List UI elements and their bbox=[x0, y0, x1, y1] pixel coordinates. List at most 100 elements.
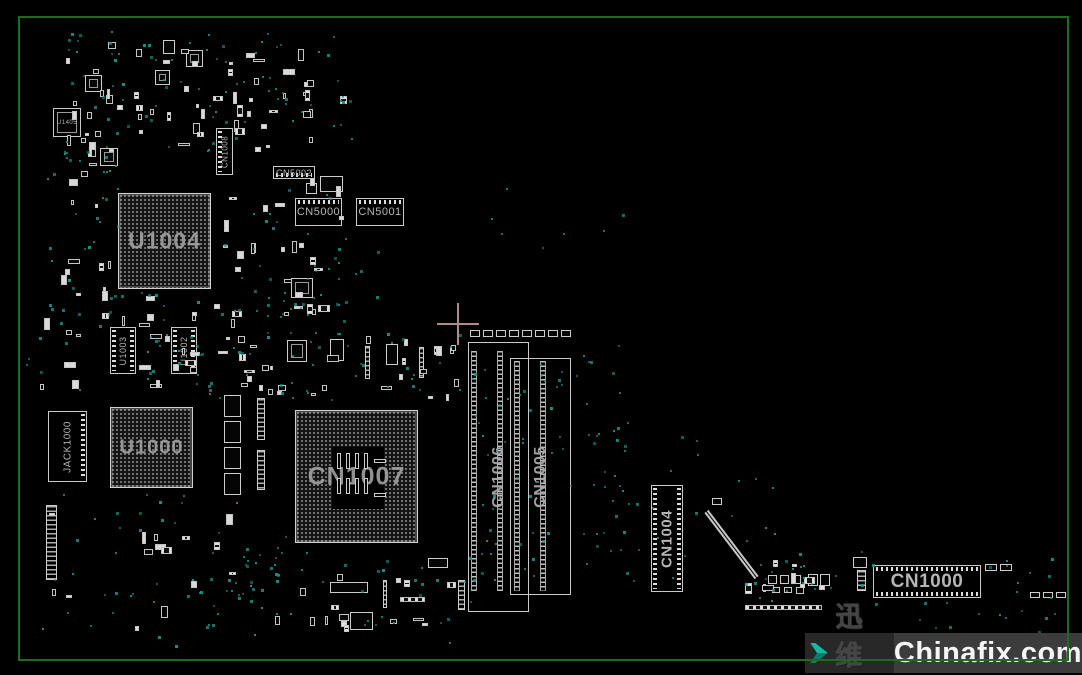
component-cn1006[interactable]: CN1006 bbox=[468, 342, 529, 612]
small-component[interactable] bbox=[784, 587, 792, 593]
small-component[interactable] bbox=[712, 498, 722, 505]
small-component[interactable] bbox=[91, 149, 96, 157]
small-component[interactable] bbox=[428, 558, 448, 568]
small-component[interactable] bbox=[355, 453, 359, 469]
small-component[interactable] bbox=[76, 334, 81, 337]
small-component[interactable] bbox=[331, 605, 339, 610]
small-component[interactable] bbox=[366, 336, 371, 344]
small-component[interactable] bbox=[44, 318, 50, 330]
small-component[interactable] bbox=[310, 178, 315, 186]
small-component[interactable] bbox=[229, 62, 233, 65]
small-component[interactable] bbox=[255, 147, 261, 152]
small-component[interactable] bbox=[1056, 592, 1066, 598]
small-component[interactable] bbox=[85, 133, 89, 136]
small-component[interactable] bbox=[399, 374, 403, 380]
component-cn5002[interactable]: CN5002 bbox=[273, 166, 315, 179]
small-component[interactable] bbox=[299, 243, 304, 248]
small-component[interactable] bbox=[182, 348, 185, 355]
small-component[interactable] bbox=[307, 80, 314, 87]
small-component[interactable] bbox=[102, 291, 108, 301]
small-component[interactable] bbox=[762, 585, 774, 591]
small-component[interactable] bbox=[165, 336, 170, 342]
small-component[interactable] bbox=[422, 623, 428, 626]
small-component[interactable] bbox=[76, 293, 81, 296]
small-component[interactable] bbox=[292, 241, 297, 253]
small-component[interactable] bbox=[224, 395, 241, 417]
vertical-connector[interactable] bbox=[46, 505, 57, 580]
small-component[interactable] bbox=[161, 606, 168, 618]
small-component[interactable] bbox=[298, 49, 304, 61]
small-component[interactable] bbox=[284, 279, 292, 283]
small-component[interactable] bbox=[68, 259, 80, 264]
small-component[interactable] bbox=[197, 132, 204, 137]
small-component[interactable] bbox=[239, 354, 246, 361]
small-component[interactable] bbox=[250, 345, 257, 348]
small-component[interactable] bbox=[780, 575, 789, 584]
vertical-connector[interactable] bbox=[419, 347, 424, 378]
small-component[interactable] bbox=[820, 574, 830, 586]
small-component[interactable] bbox=[451, 345, 456, 351]
small-component[interactable] bbox=[69, 179, 78, 186]
qfp-chip[interactable] bbox=[85, 75, 102, 92]
small-component[interactable] bbox=[483, 330, 493, 337]
component-u1002[interactable]: U1002 bbox=[171, 327, 197, 374]
small-component[interactable] bbox=[237, 251, 244, 259]
small-component[interactable] bbox=[337, 453, 341, 469]
small-component[interactable] bbox=[191, 581, 197, 588]
small-component[interactable] bbox=[61, 275, 67, 285]
small-component[interactable] bbox=[134, 92, 139, 99]
small-component[interactable] bbox=[249, 98, 253, 102]
small-component[interactable] bbox=[269, 110, 278, 113]
small-component[interactable] bbox=[254, 78, 259, 85]
small-component[interactable] bbox=[246, 53, 255, 58]
small-component[interactable] bbox=[89, 163, 97, 166]
small-component[interactable] bbox=[49, 513, 55, 516]
component-jack1000[interactable]: JACK1000 bbox=[48, 411, 87, 482]
small-component[interactable] bbox=[192, 61, 198, 67]
small-component[interactable] bbox=[150, 109, 154, 115]
small-component[interactable] bbox=[71, 200, 74, 205]
small-component[interactable] bbox=[93, 69, 99, 74]
small-component[interactable] bbox=[147, 314, 154, 321]
small-component[interactable] bbox=[182, 536, 190, 540]
component-cn1008[interactable]: CN1008 bbox=[216, 128, 233, 175]
small-component[interactable] bbox=[224, 473, 241, 495]
component-u1000[interactable]: U1000 bbox=[110, 407, 193, 488]
small-component[interactable] bbox=[108, 261, 111, 269]
pin-strip[interactable] bbox=[400, 597, 425, 602]
small-component[interactable] bbox=[247, 376, 252, 382]
small-component[interactable] bbox=[496, 330, 506, 337]
small-component[interactable] bbox=[87, 112, 92, 119]
small-component[interactable] bbox=[224, 447, 241, 469]
small-component[interactable] bbox=[244, 370, 255, 373]
small-component[interactable] bbox=[768, 575, 777, 584]
component-cn1005[interactable]: CN1005 bbox=[510, 358, 571, 595]
small-component[interactable] bbox=[136, 49, 142, 57]
small-component[interactable] bbox=[178, 143, 190, 146]
small-component[interactable] bbox=[374, 493, 386, 497]
small-component[interactable] bbox=[364, 478, 368, 494]
small-component[interactable] bbox=[108, 42, 116, 49]
small-component[interactable] bbox=[224, 220, 229, 232]
small-component[interactable] bbox=[773, 560, 778, 567]
small-component[interactable] bbox=[235, 128, 245, 135]
small-component[interactable] bbox=[436, 346, 442, 356]
small-component[interactable] bbox=[374, 459, 386, 463]
small-component[interactable] bbox=[214, 542, 220, 550]
small-component[interactable] bbox=[156, 380, 160, 388]
small-component[interactable] bbox=[99, 263, 104, 271]
small-component[interactable] bbox=[231, 319, 235, 328]
small-component[interactable] bbox=[470, 330, 480, 337]
small-component[interactable] bbox=[67, 135, 71, 146]
small-component[interactable] bbox=[181, 49, 189, 54]
small-component[interactable] bbox=[163, 60, 170, 64]
component-cn5000[interactable]: CN5000 bbox=[295, 198, 342, 226]
small-component[interactable] bbox=[561, 330, 571, 337]
small-component[interactable] bbox=[138, 114, 142, 120]
small-component[interactable] bbox=[337, 574, 343, 581]
small-component[interactable] bbox=[261, 124, 267, 129]
inductor-diagonal[interactable] bbox=[704, 509, 759, 580]
component-u1004[interactable]: U1004 bbox=[118, 193, 211, 289]
small-component[interactable] bbox=[263, 205, 268, 212]
small-component[interactable] bbox=[72, 111, 77, 120]
